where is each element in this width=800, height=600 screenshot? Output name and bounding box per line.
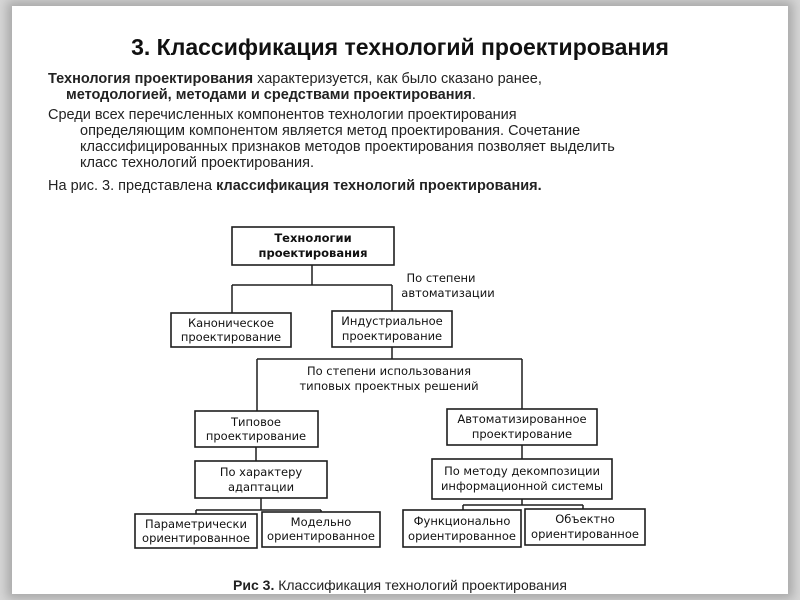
- node-industrial-line-1: Индустриальное: [341, 314, 442, 328]
- node-parametric-line-1: Параметрически: [145, 517, 247, 531]
- node-automated-line-2: проектирование: [472, 427, 572, 441]
- node-object: Объектно ориентированное: [524, 508, 646, 546]
- paragraph-2-line-1: Среди всех перечисленных компонентов тех…: [48, 107, 517, 123]
- figure-caption: Рис 3. Классификация технологий проектир…: [0, 577, 800, 593]
- label-by-typical-solutions-line-1: По степени использования: [307, 364, 471, 378]
- paragraph-3: На рис. 3. представлена классификация те…: [48, 178, 748, 194]
- paragraph-1-line-2: методологией, методами и средствами прое…: [66, 87, 766, 103]
- diagram-connectors: [195, 265, 584, 514]
- label-by-typical-solutions: По степени использования типовых проектн…: [299, 364, 478, 393]
- connector-decomposition: [462, 499, 584, 510]
- node-industrial-line-2: проектирование: [342, 329, 442, 343]
- node-adaptation-line-1: По характеру: [220, 465, 303, 479]
- connector-adaptation: [195, 498, 322, 514]
- slide-background: [12, 6, 788, 594]
- node-technologies-line-1: Технологии: [274, 231, 351, 245]
- node-decomposition: По методу декомпозиции информационной си…: [431, 458, 613, 500]
- connector-industrial: [256, 347, 523, 411]
- node-model: Модельно ориентированное: [261, 511, 381, 548]
- node-adaptation: По характеру адаптации: [194, 460, 328, 499]
- node-industrial: Индустриальное проектирование: [331, 310, 453, 348]
- node-canonical-line-2: проектирование: [181, 330, 281, 344]
- node-canonical-line-1: Каноническое: [188, 316, 274, 330]
- node-technologies: Технологии проектирования: [231, 226, 395, 266]
- paragraph-1-text: характеризуется, как было сказано ранее,: [253, 71, 542, 87]
- paragraph-2-line-4: класс технологий проектирования.: [80, 155, 315, 171]
- node-model-line-1: Модельно: [291, 515, 352, 529]
- paragraph-1: Технология проектирования характеризуетс…: [48, 71, 768, 87]
- label-by-automation-line-1: По степени: [406, 271, 475, 285]
- label-by-automation-line-2: автоматизации: [401, 286, 494, 300]
- node-adaptation-line-2: адаптации: [228, 480, 294, 494]
- figure-caption-number: Рис 3.: [233, 577, 275, 593]
- connector-root: [231, 265, 393, 313]
- term-methodology: методологией, методами и средствами прое…: [66, 87, 472, 103]
- node-functional-line-2: ориентированное: [408, 529, 516, 543]
- label-by-typical-solutions-line-2: типовых проектных решений: [299, 379, 478, 393]
- term-design-technology: Технология проектирования: [48, 71, 254, 87]
- node-canonical: Каноническое проектирование: [170, 312, 292, 348]
- figure-caption-text: Классификация технологий проектирования: [274, 577, 567, 593]
- node-automated-line-1: Автоматизированное: [457, 412, 586, 426]
- node-typical-line-1: Типовое: [230, 415, 281, 429]
- node-parametric-line-2: ориентированное: [142, 531, 250, 545]
- label-by-automation: По степени автоматизации: [401, 271, 494, 300]
- node-object-line-2: ориентированное: [531, 527, 639, 541]
- node-functional: Функционально ориентированное: [402, 509, 522, 548]
- node-object-line-1: Объектно: [555, 512, 615, 526]
- paragraph-3-text: На рис. 3. представлена: [48, 178, 217, 194]
- node-model-line-2: ориентированное: [267, 529, 375, 543]
- slide-title: 3. Классификация технологий проектирован…: [131, 34, 669, 60]
- node-technologies-line-2: проектирования: [259, 246, 368, 260]
- node-typical-line-2: проектирование: [206, 429, 306, 443]
- node-parametric: Параметрически ориентированное: [134, 513, 258, 549]
- node-functional-line-1: Функционально: [414, 514, 511, 528]
- paragraph-2-line-3: классифицированных признаков методов про…: [80, 139, 615, 155]
- node-decomposition-line-2: информационной системы: [441, 479, 603, 493]
- node-typical: Типовое проектирование: [194, 410, 319, 448]
- paragraph-2-line-2: определяющим компонентом является метод …: [80, 123, 581, 139]
- term-classification: классификация технологий проектирования.: [216, 178, 542, 194]
- node-decomposition-line-1: По методу декомпозиции: [444, 464, 600, 478]
- paragraph-1-end: .: [471, 87, 476, 103]
- node-automated: Автоматизированное проектирование: [446, 408, 598, 446]
